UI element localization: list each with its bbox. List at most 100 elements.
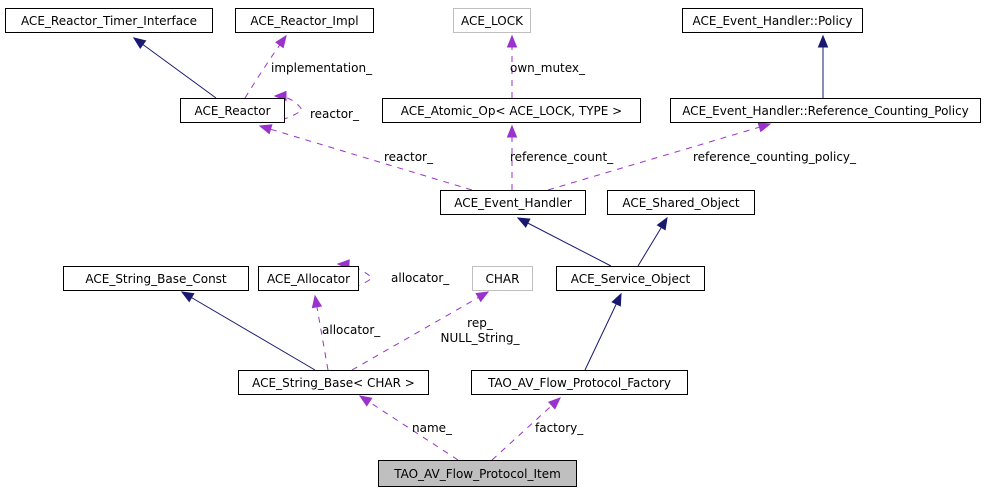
node-box xyxy=(682,8,863,33)
edge-label: reference_count_ xyxy=(510,150,614,164)
usage-line xyxy=(359,395,459,461)
node-label: CHAR xyxy=(486,272,520,286)
class-node-flow-protocol-factory[interactable]: TAO_AV_Flow_Protocol_Factory xyxy=(471,370,688,395)
arrowhead-icon xyxy=(180,291,195,303)
usage-line xyxy=(351,291,489,371)
node-box xyxy=(556,266,705,291)
node-label: ACE_Reactor_Timer_Interface xyxy=(21,14,197,28)
arrowhead-icon xyxy=(258,124,273,135)
usage-line xyxy=(314,295,329,371)
arrowhead-icon xyxy=(132,37,147,50)
node-box xyxy=(235,8,374,33)
edges-layer xyxy=(132,34,829,461)
node-label: ACE_Shared_Object xyxy=(622,196,740,210)
node-label: ACE_Event_Handler::Policy xyxy=(693,14,853,28)
node-label: ACE_String_Base< CHAR > xyxy=(252,376,415,390)
edge-reactor-to-reactor-impl xyxy=(244,34,287,99)
class-node-service-object[interactable]: ACE_Service_Object xyxy=(556,266,705,291)
edge-flow-protocol-factory-to-service-object xyxy=(584,292,622,371)
arrowhead-icon xyxy=(817,34,829,48)
edge-label: own_mutex_ xyxy=(510,61,586,75)
class-node-ref-counting-policy[interactable]: ACE_Event_Handler::Reference_Counting_Po… xyxy=(670,98,981,123)
edge-label: allocator_ xyxy=(322,323,381,337)
arrowhead-icon xyxy=(506,124,518,138)
edge-event-handler-to-reactor xyxy=(258,124,473,191)
node-box xyxy=(670,98,981,123)
node-box xyxy=(471,370,688,395)
inheritance-line xyxy=(181,291,316,371)
node-box xyxy=(440,190,586,215)
class-node-allocator[interactable]: ACE_Allocator xyxy=(258,266,359,291)
node-label: ACE_Service_Object xyxy=(571,272,691,286)
edge-reactor-to-reactor-timer-interface xyxy=(132,37,217,99)
node-box xyxy=(180,98,285,123)
arrowhead-icon xyxy=(516,217,531,228)
inheritance-line xyxy=(584,293,622,371)
edge-label: name_ xyxy=(412,421,453,435)
edge-service-object-to-event-handler xyxy=(516,217,612,267)
edge-event-handler-to-atomic-op xyxy=(506,124,518,190)
edge-label: implementation_ xyxy=(271,61,373,75)
arrowhead-icon xyxy=(656,216,668,231)
arrowhead-icon xyxy=(358,395,373,407)
node-box xyxy=(607,190,755,215)
class-node-shared-object[interactable]: ACE_Shared_Object xyxy=(607,190,755,215)
inheritance-line xyxy=(517,217,612,267)
edge-event-handler-to-ref-counting-policy xyxy=(547,122,772,191)
usage-line xyxy=(244,35,287,99)
edge-label: reactor_ xyxy=(384,150,434,164)
edge-label: allocator_ xyxy=(391,271,450,285)
node-box xyxy=(453,8,531,33)
node-box xyxy=(378,460,577,487)
node-box xyxy=(472,266,533,291)
class-node-string-base-const[interactable]: ACE_String_Base_Const xyxy=(63,266,249,291)
edge-flow-protocol-item-to-string-base xyxy=(358,395,459,461)
node-box xyxy=(5,8,213,33)
edge-flow-protocol-item-to-flow-protocol-factory xyxy=(491,397,561,461)
inheritance-line xyxy=(133,37,217,99)
class-node-event-handler[interactable]: ACE_Event_Handler xyxy=(440,190,586,215)
class-node-flow-protocol-item[interactable]: TAO_AV_Flow_Protocol_Item xyxy=(378,460,577,487)
class-node-reactor-timer-interface[interactable]: ACE_Reactor_Timer_Interface xyxy=(5,8,213,33)
class-node-eh-policy[interactable]: ACE_Event_Handler::Policy xyxy=(682,8,863,33)
node-label: ACE_Reactor xyxy=(194,104,270,118)
node-label: ACE_Event_Handler::Reference_Counting_Po… xyxy=(682,104,969,118)
edge-label: factory_ xyxy=(535,421,584,435)
node-box xyxy=(382,98,641,123)
node-box xyxy=(63,266,249,291)
usage-line xyxy=(257,95,303,123)
usage-line xyxy=(259,125,473,191)
class-node-ace-lock[interactable]: ACE_LOCK xyxy=(453,8,531,33)
node-label: ACE_Reactor_Impl xyxy=(250,14,358,28)
edge-string-base-to-allocator xyxy=(311,294,329,371)
edge-label: rep_ xyxy=(467,316,494,330)
edge-ref-counting-policy-to-eh-policy xyxy=(817,34,829,98)
arrowhead-icon xyxy=(611,292,622,307)
nodes-layer: ACE_Reactor_Timer_Interface ACE_Reactor_I… xyxy=(5,8,981,487)
node-label: ACE_String_Base_Const xyxy=(85,272,227,286)
usage-line xyxy=(547,123,771,191)
class-node-string-base[interactable]: ACE_String_Base< CHAR > xyxy=(238,370,429,395)
class-node-char[interactable]: CHAR xyxy=(472,266,533,291)
usage-line xyxy=(491,397,561,461)
edge-label: reference_counting_policy_ xyxy=(693,150,857,164)
node-label: ACE_LOCK xyxy=(461,14,524,28)
node-label: ACE_Atomic_Op< ACE_LOCK, TYPE > xyxy=(401,104,622,118)
node-label: ACE_Allocator xyxy=(267,272,350,286)
node-box xyxy=(238,370,429,395)
class-node-atomic-op[interactable]: ACE_Atomic_Op< ACE_LOCK, TYPE > xyxy=(382,98,641,123)
edge-service-object-to-shared-object xyxy=(637,216,668,267)
edge-atomic-op-to-ace-lock xyxy=(506,34,518,98)
arrowhead-icon xyxy=(547,397,561,410)
class-node-reactor-impl[interactable]: ACE_Reactor_Impl xyxy=(235,8,374,33)
node-label: TAO_AV_Flow_Protocol_Factory xyxy=(487,376,671,390)
arrowhead-icon xyxy=(311,294,323,309)
node-label: ACE_Event_Handler xyxy=(454,196,572,210)
edge-label: NULL_String_ xyxy=(441,331,521,345)
arrowhead-icon xyxy=(275,34,287,49)
arrowhead-icon xyxy=(506,34,518,48)
node-box xyxy=(258,266,359,291)
edge-string-base-to-char xyxy=(351,291,490,371)
class-node-reactor[interactable]: ACE_Reactor xyxy=(180,98,285,123)
